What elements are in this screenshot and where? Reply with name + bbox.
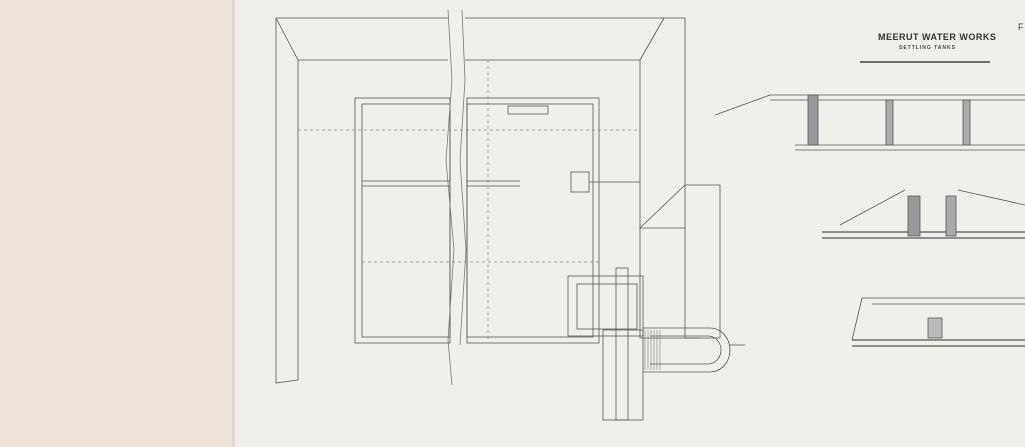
drawing-title: MEERUT WATER WORKS: [878, 32, 997, 42]
drawing-subtitle: SETTLING TANKS: [899, 45, 956, 51]
section-views: [714, 61, 1025, 347]
drawing-sheet: [235, 0, 1025, 447]
plate-letter: F: [1018, 22, 1024, 32]
plan-view: [275, 9, 745, 421]
left-blank-page: [0, 0, 234, 447]
page-fold: [232, 0, 235, 447]
